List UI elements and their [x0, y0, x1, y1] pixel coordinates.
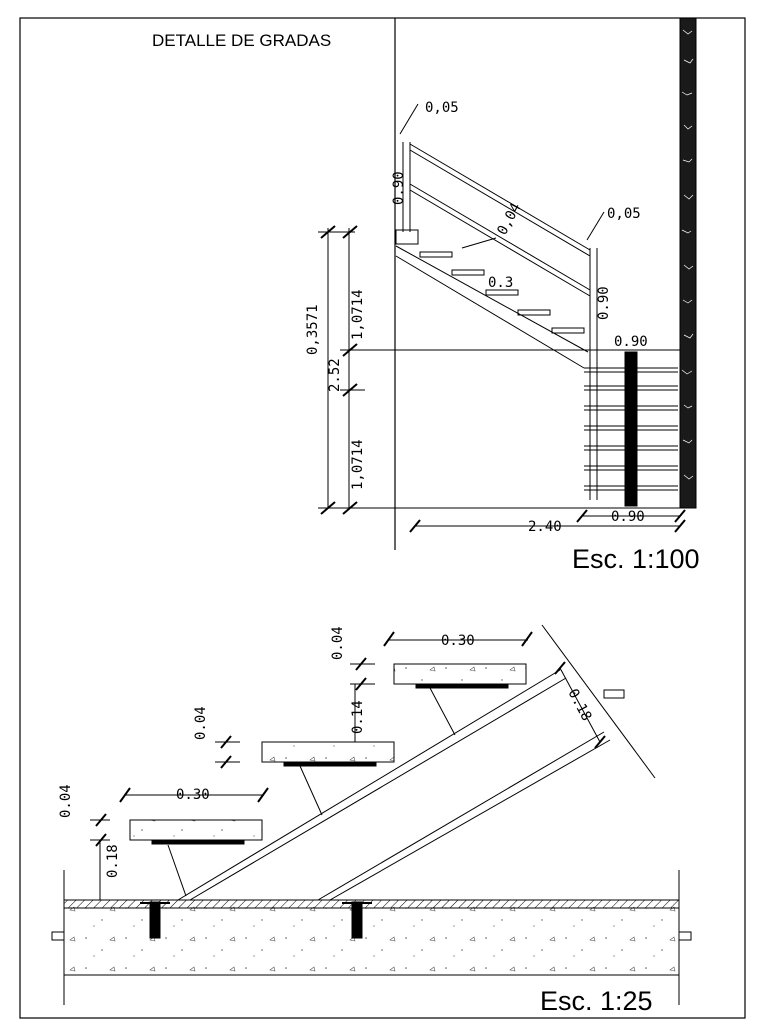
tread-2 — [451, 269, 485, 276]
dim-rail-height-left: 0.90 — [391, 171, 407, 205]
tread-5 — [551, 327, 585, 334]
lower-treads-edge — [584, 367, 678, 491]
dim-handrail-top-left: 0,05 — [425, 100, 459, 116]
dim-base-landing: 0.90 — [611, 509, 645, 525]
tread-slab-3 — [393, 663, 527, 685]
anchor-bolts — [140, 901, 372, 939]
dim-base-length: 2.40 — [528, 519, 562, 535]
dim-tread-thk-a: 0.04 — [58, 784, 74, 818]
floor-slab — [63, 899, 680, 976]
upper-elevation — [318, 17, 697, 533]
dim-stringer: 0.18 — [564, 686, 594, 723]
masonry-wall — [679, 17, 697, 509]
scale-bottom: Esc. 1:25 — [540, 986, 653, 1016]
dim-riser-b: 0.14 — [350, 700, 366, 734]
dim-tread-thk-c: 0.04 — [330, 626, 346, 660]
drawing-title: DETALLE DE GRADAS — [152, 31, 331, 50]
dim-tread-width-b: 0.30 — [441, 633, 475, 649]
lower-detail — [51, 624, 692, 1005]
dim-landing-width: 0.90 — [614, 334, 648, 350]
dim-total-height: 2.52 — [327, 358, 343, 392]
dim-baluster-thk: 0,04 — [494, 201, 524, 238]
dim-riser: 0,3571 — [305, 304, 321, 355]
frame — [19, 17, 746, 1019]
upper-dimension-labels: 0,05 0,05 0.90 0.90 0,04 0.3 0.90 1,0714… — [305, 100, 648, 535]
dim-flight-upper: 1,0714 — [350, 289, 366, 340]
dim-tread-width-a: 0.30 — [176, 787, 210, 803]
dim-rail-height-right: 0.90 — [596, 286, 612, 320]
dim-tread-depth: 0.3 — [488, 275, 513, 291]
tread-3 — [485, 289, 519, 296]
dim-tread-thk-b: 0.04 — [193, 706, 209, 740]
tread-slab-1 — [129, 819, 263, 841]
tread-1 — [419, 251, 453, 258]
dim-flight-lower: 1,0714 — [350, 439, 366, 490]
dim-handrail-top-right: 0,05 — [607, 206, 641, 222]
dim-riser-a: 0.18 — [105, 844, 121, 878]
tread-4 — [517, 309, 551, 316]
tread-slab-2 — [261, 741, 395, 763]
scale-top: Esc. 1:100 — [572, 544, 700, 574]
